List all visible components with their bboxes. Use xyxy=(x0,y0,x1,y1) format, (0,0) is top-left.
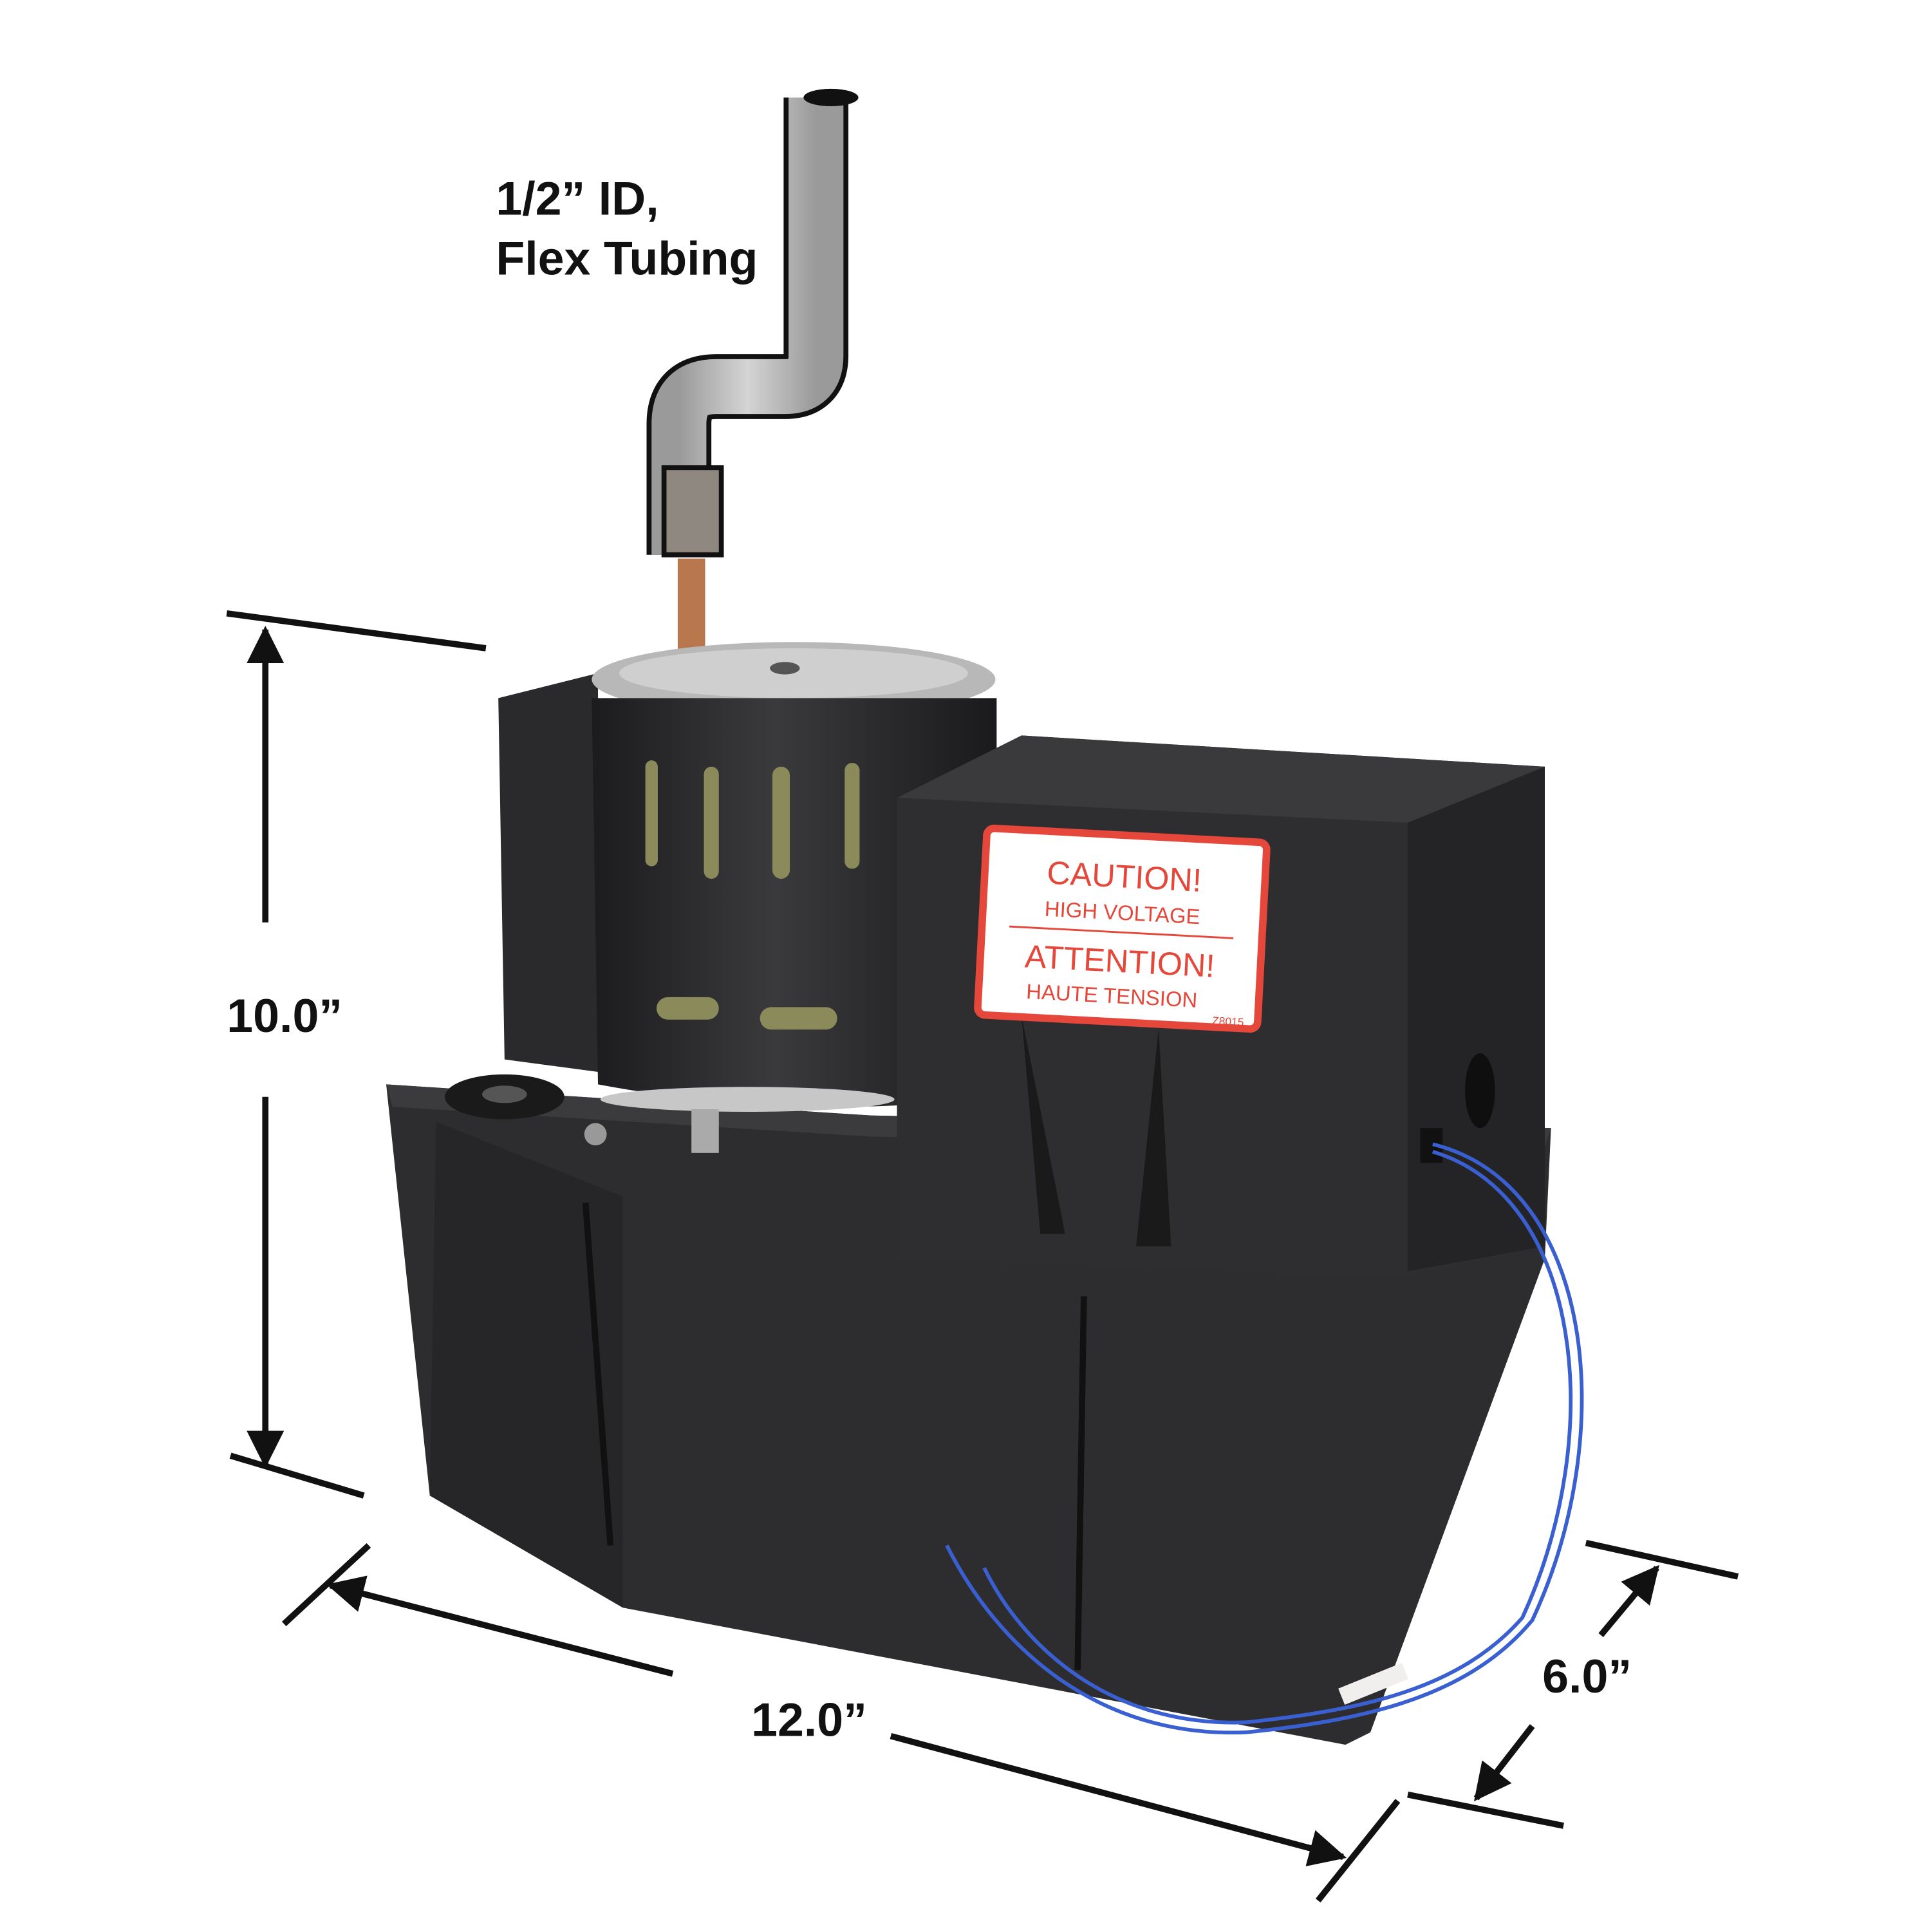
height-value: 10.0” xyxy=(227,989,342,1042)
caution-text: CAUTION! xyxy=(1046,854,1202,899)
depth-value: 6.0” xyxy=(1542,1649,1632,1703)
flex-tubing xyxy=(646,88,859,652)
length-value: 12.0” xyxy=(751,1693,867,1747)
length-dimension xyxy=(282,1543,1401,1903)
switch-housing xyxy=(498,673,599,1073)
height-dimension xyxy=(226,610,487,1499)
tubing-label-line2: Flex Tubing xyxy=(496,231,758,285)
warning-label: CAUTION! HIGH VOLTAGE ATTENTION! HAUTE T… xyxy=(974,824,1271,1033)
depth-dimension xyxy=(1407,1539,1739,1829)
label-code: Z8015 xyxy=(1212,1014,1244,1029)
motor xyxy=(592,642,997,1153)
tubing-label-line1: 1/2” ID, xyxy=(496,171,658,225)
power-wires xyxy=(945,1142,1584,1735)
